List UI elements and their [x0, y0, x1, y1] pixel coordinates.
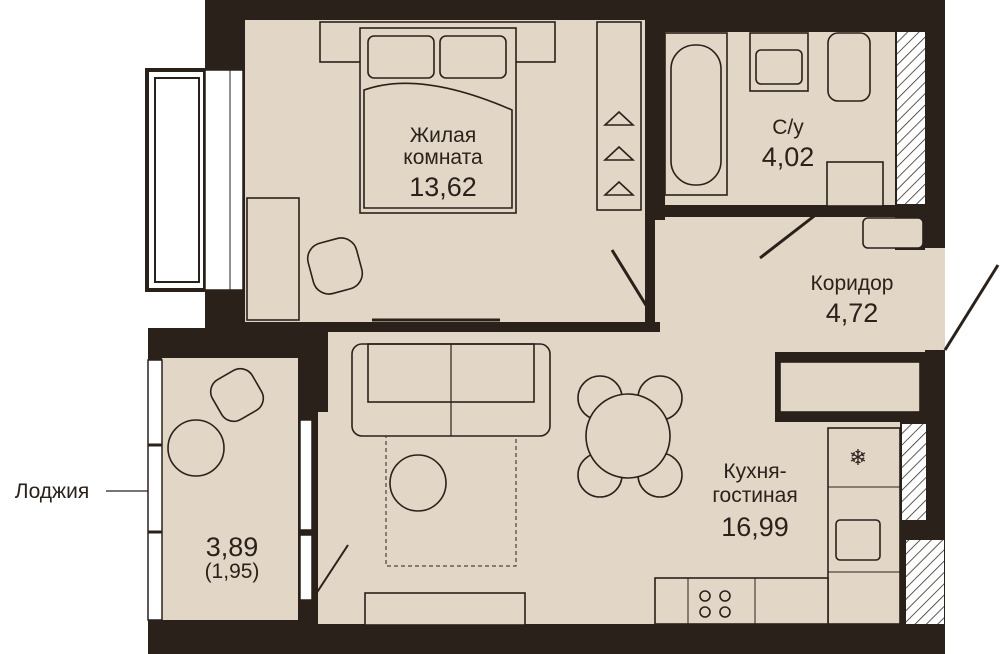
sink [749, 32, 809, 92]
tv-stand [364, 592, 526, 626]
kitchen-name-1: Кухня- [723, 460, 786, 483]
window-bedroom [145, 68, 244, 292]
closet [596, 21, 642, 211]
window-loggia [147, 359, 313, 621]
bathroom-name: С/у [772, 116, 804, 139]
door [610, 249, 654, 316]
shaft [906, 540, 944, 624]
bed [319, 21, 556, 214]
bathroom-area: 4,02 [762, 142, 815, 172]
coffee-table [389, 454, 447, 512]
corridor-right [925, 248, 945, 350]
kitchen-name-2: гостиная [712, 484, 797, 507]
loggia-area: 3,89 [206, 532, 259, 562]
snowflake-icon: ❄ [849, 445, 867, 470]
bathtub [664, 32, 728, 196]
loggia-table [167, 419, 225, 477]
wardrobe [779, 361, 921, 413]
washing-machine [826, 161, 884, 207]
loggia-armchair [209, 367, 265, 423]
loggia-reduced-area: (1,95) [205, 560, 260, 583]
shoe-cabinet [862, 217, 924, 249]
desk [246, 197, 300, 321]
partition-wall [655, 205, 825, 217]
loggia-door [311, 544, 349, 601]
loggia-name: Лоджия [15, 480, 89, 503]
dining-table [577, 375, 683, 498]
armchair [306, 237, 364, 295]
kitchen-area: 16,99 [721, 512, 789, 542]
door [759, 208, 823, 260]
corridor-name: Коридор [811, 272, 894, 295]
partition-wall [298, 322, 328, 412]
bedroom-area: 13,62 [409, 172, 477, 202]
bedroom-name-2: комната [403, 146, 483, 169]
corridor-area: 4,72 [826, 298, 879, 328]
toilet [827, 32, 871, 102]
entrance-door [943, 264, 1000, 351]
partition-wall [298, 322, 660, 332]
shaft [902, 424, 926, 520]
sofa [351, 343, 551, 437]
bedroom-name-1: Жилая [410, 124, 476, 147]
partition-wall [645, 20, 665, 220]
hanger-icon [602, 110, 636, 196]
rug [385, 435, 517, 567]
kitchen-set [654, 427, 901, 625]
shaft [897, 32, 925, 204]
